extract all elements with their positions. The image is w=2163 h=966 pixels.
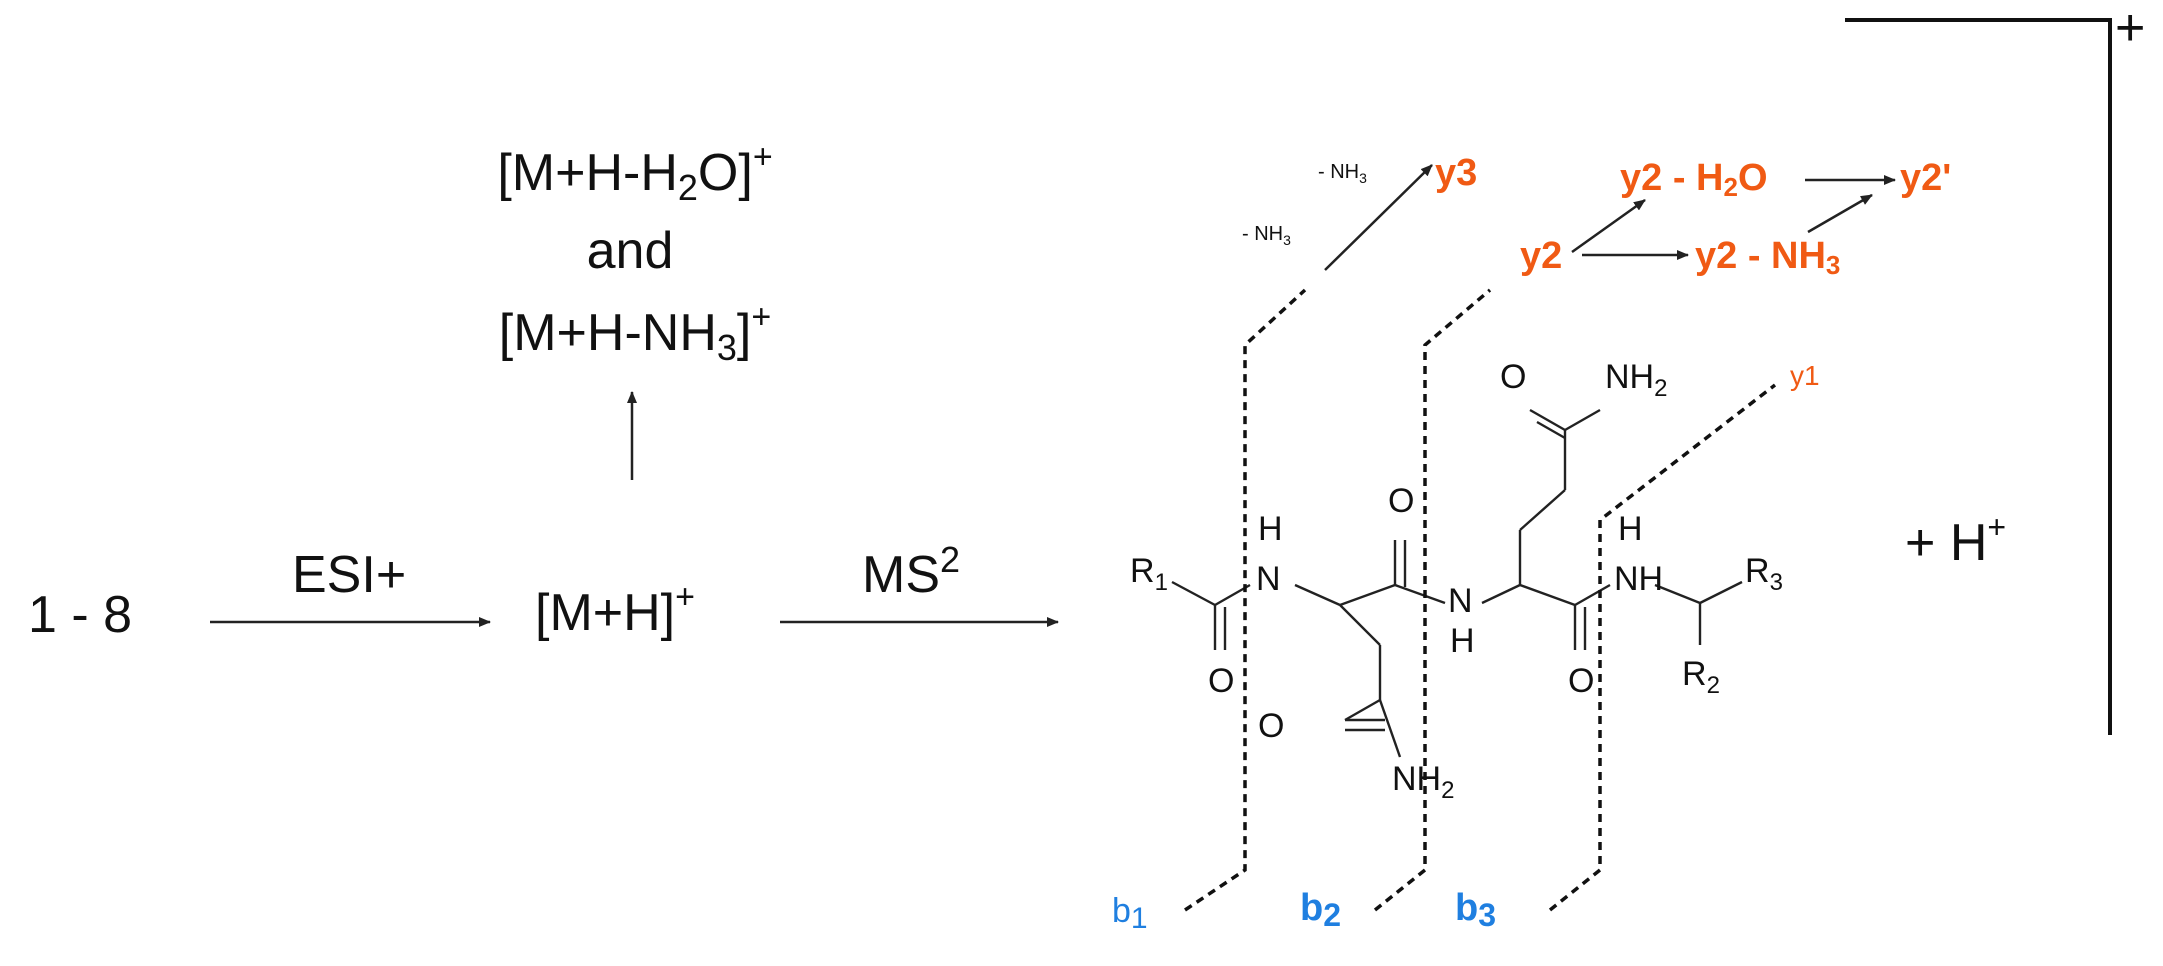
amide-nh-3: NH <box>1614 560 1663 598</box>
amide-n-1: N <box>1256 560 1281 598</box>
gln-side-chain-o: O <box>1500 358 1526 396</box>
b2-ion: b2 <box>1300 887 1341 933</box>
and-text: and <box>587 222 674 280</box>
charge-bracket <box>1845 18 2112 735</box>
asn-side-chain-o: O <box>1258 707 1284 745</box>
r3-group: R3 <box>1745 552 1783 596</box>
esi-label: ESI+ <box>292 546 406 604</box>
cleavage-line-b2-y2 <box>1373 288 1492 912</box>
amide-h-2: H <box>1450 622 1475 660</box>
bracket-charge: + <box>2115 0 2145 57</box>
y2-to-water-loss-arrow <box>1571 198 1646 254</box>
y2-ammonia-loss-ion: y2 - NH3 <box>1695 235 1840 280</box>
amide-n-2: N <box>1448 582 1473 620</box>
y2-prime-ion: y2' <box>1900 157 1951 199</box>
y2-water-loss-ion: y2 - H2O <box>1620 157 1768 202</box>
y3-loss-arrow <box>1324 164 1433 271</box>
precursor-ion-label: [M+H]+ <box>535 578 695 642</box>
y2-ion: y2 <box>1520 235 1562 277</box>
ms2-label: MS2 <box>862 539 960 604</box>
carbonyl-o-3: O <box>1568 662 1594 700</box>
r2-group: R2 <box>1682 655 1720 699</box>
cleavage-line-b1-y3 <box>1184 288 1307 912</box>
cleavage-line-b3-y1 <box>1548 383 1777 912</box>
r1-group: R1 <box>1130 552 1168 596</box>
b1-ion: b1 <box>1112 892 1148 935</box>
carbonyl-o-2: O <box>1388 482 1414 520</box>
ammonia-loss-to-y2prime-arrow <box>1807 193 1873 234</box>
b3-ion: b3 <box>1455 887 1496 933</box>
added-proton: + H+ <box>1905 509 2006 572</box>
ammonia-loss-ion: [M+H-NH3]+ <box>499 298 771 368</box>
y3-ammonia-loss-1: - NH3 <box>1318 161 1367 186</box>
gln-side-chain-nh2: NH2 <box>1605 358 1667 402</box>
y3-ion: y3 <box>1435 152 1477 194</box>
amide-h-1: H <box>1258 510 1283 548</box>
y1-ion: y1 <box>1790 360 1820 391</box>
y3-ammonia-loss-2: - NH3 <box>1242 223 1291 248</box>
asn-side-chain-nh2: NH2 <box>1392 760 1454 804</box>
carbonyl-o-1: O <box>1208 662 1234 700</box>
amide-h-3: H <box>1618 510 1643 548</box>
water-loss-ion: [M+H-H2O]+ <box>497 138 772 208</box>
start-compound-label: 1 - 8 <box>28 586 132 644</box>
peptide-bonds <box>1171 408 1743 758</box>
